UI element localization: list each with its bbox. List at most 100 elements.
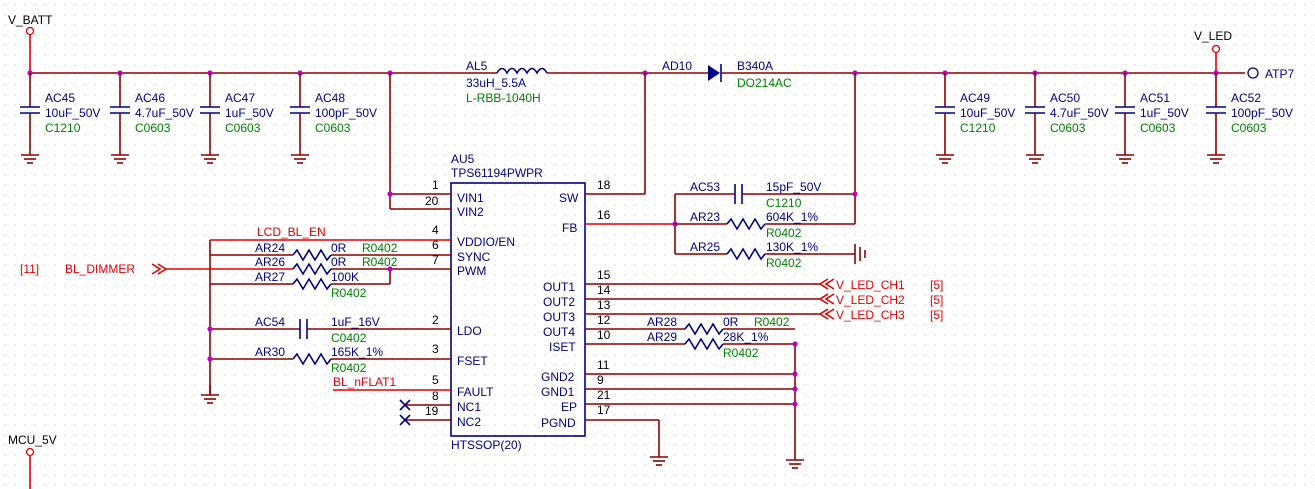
svg-text:12: 12	[597, 313, 611, 327]
v-batt-rail: V_BATT	[8, 13, 497, 74]
svg-text:AC53: AC53	[690, 180, 720, 194]
ic-part: TPS61194PWPR	[451, 166, 543, 180]
svg-text:OUT2: OUT2	[543, 295, 575, 309]
svg-text:R0402: R0402	[331, 361, 367, 375]
svg-text:15pF_50V: 15pF_50V	[766, 180, 821, 194]
svg-text:10: 10	[597, 328, 611, 342]
svg-text:6: 6	[432, 238, 439, 252]
svg-text:LDO: LDO	[457, 324, 482, 338]
svg-text:AR27: AR27	[255, 270, 285, 284]
bl-dimmer-ref: [11]	[20, 262, 39, 276]
svg-text:C1210: C1210	[766, 196, 802, 210]
svg-text:0R: 0R	[331, 255, 347, 269]
test-point-icon	[1247, 67, 1259, 79]
svg-text:C0603: C0603	[1231, 121, 1267, 135]
svg-text:8: 8	[432, 389, 439, 403]
v-led-rail: V_LED ATP7	[1194, 29, 1294, 81]
svg-text:7: 7	[432, 253, 439, 267]
cap-ac50: AC50 4.7uF_50V C0603	[1025, 73, 1109, 164]
svg-text:130K_1%: 130K_1%	[766, 240, 818, 254]
svg-text:AR26: AR26	[255, 255, 285, 269]
svg-text:4.7uF_50V: 4.7uF_50V	[135, 106, 194, 120]
cap-ac47: AC47 1uF_50V C0603	[200, 73, 274, 164]
svg-text:28K_1%: 28K_1%	[723, 330, 769, 344]
cap-ac48: AC48 100pF_50V C0603	[290, 73, 377, 164]
ad10-package: DO214AC	[737, 76, 792, 90]
mcu-5v-port-icon	[25, 447, 35, 457]
svg-text:AC46: AC46	[135, 91, 165, 105]
ic-package: HTSSOP(20)	[451, 438, 522, 452]
svg-text:[5]: [5]	[930, 278, 943, 292]
ic-right-wiring: AC53 15pF_50V C1210 AR23 604K_1% R0402 A…	[585, 73, 943, 469]
svg-text:C0603: C0603	[225, 121, 261, 135]
svg-text:FB: FB	[562, 221, 577, 235]
svg-text:GND1: GND1	[541, 385, 575, 399]
svg-text:4: 4	[432, 223, 439, 237]
svg-text:AC45: AC45	[45, 91, 75, 105]
channel-port-icons	[818, 278, 835, 320]
svg-text:100K: 100K	[331, 270, 359, 284]
svg-text:165K_1%: 165K_1%	[331, 345, 383, 359]
svg-text:R0402: R0402	[754, 315, 790, 329]
cap-ac45: AC45 10uF_50V C1210	[20, 73, 100, 164]
svg-text:11: 11	[597, 358, 610, 372]
no-connect-icon	[399, 399, 411, 426]
cap-ac46: AC46 4.7uF_50V C0603	[110, 73, 194, 164]
svg-text:16: 16	[597, 208, 611, 222]
svg-text:C1210: C1210	[960, 121, 996, 135]
svg-text:1: 1	[432, 178, 439, 192]
svg-text:AC54: AC54	[255, 315, 285, 329]
svg-text:C0603: C0603	[1140, 121, 1176, 135]
cap-ac52: AC52 100pF_50V C0603	[1206, 73, 1293, 164]
ic-au5: AU5 TPS61194PWPR HTSSOP(20) VIN1 VIN2 VD…	[425, 152, 611, 452]
atp7-label: ATP7	[1265, 67, 1294, 81]
svg-text:PGND: PGND	[541, 416, 576, 430]
svg-text:4.7uF_50V: 4.7uF_50V	[1050, 106, 1109, 120]
svg-text:AC52: AC52	[1231, 91, 1261, 105]
svg-text:NC2: NC2	[457, 415, 481, 429]
svg-text:C0603: C0603	[315, 121, 351, 135]
svg-text:20: 20	[425, 194, 439, 208]
svg-text:AC51: AC51	[1140, 91, 1170, 105]
ic-body	[450, 182, 586, 437]
svg-text:604K_1%: 604K_1%	[766, 210, 818, 224]
svg-text:15: 15	[597, 268, 611, 282]
svg-text:AC47: AC47	[225, 91, 255, 105]
mcu-5v-port: MCU_5V	[8, 433, 57, 489]
svg-text:R0402: R0402	[766, 256, 802, 270]
svg-text:PWM: PWM	[457, 264, 486, 278]
svg-text:C0603: C0603	[1050, 121, 1086, 135]
diode-ad10: AD10 B340A DO214AC	[662, 59, 1245, 90]
v-led-ch1-label: V_LED_CH1	[836, 278, 905, 292]
svg-text:1uF_50V: 1uF_50V	[1140, 106, 1189, 120]
svg-text:AC50: AC50	[1050, 91, 1080, 105]
svg-text:100pF_50V: 100pF_50V	[1231, 106, 1293, 120]
svg-text:GND2: GND2	[541, 370, 575, 384]
svg-text:R0402: R0402	[362, 241, 398, 255]
svg-text:AR23: AR23	[690, 210, 720, 224]
ground-icon	[854, 244, 866, 264]
v-batt-port-icon	[25, 26, 35, 36]
svg-text:VDDIO/EN: VDDIO/EN	[457, 235, 515, 249]
al5-package: L-RBB-1040H	[466, 91, 541, 105]
svg-text:SW: SW	[559, 191, 579, 205]
svg-text:[5]: [5]	[930, 308, 943, 322]
svg-text:C0402: C0402	[331, 331, 367, 345]
svg-text:3: 3	[432, 342, 439, 356]
svg-text:C1210: C1210	[45, 121, 81, 135]
ad10-ref: AD10	[662, 59, 692, 73]
v-batt-label: V_BATT	[8, 13, 53, 27]
svg-text:SYNC: SYNC	[457, 250, 491, 264]
svg-text:AR30: AR30	[255, 345, 285, 359]
svg-text:10uF_50V: 10uF_50V	[960, 106, 1015, 120]
svg-text:R0402: R0402	[766, 226, 802, 240]
svg-text:AR24: AR24	[255, 241, 285, 255]
port-arrow-icon	[151, 263, 162, 275]
svg-text:ISET: ISET	[549, 340, 576, 354]
svg-text:VIN1: VIN1	[457, 191, 484, 205]
svg-text:OUT1: OUT1	[543, 280, 575, 294]
v-led-ch3-label: V_LED_CH3	[836, 308, 905, 322]
inductor-al5: AL5 33uH_5.5A L-RBB-1040H	[466, 59, 710, 105]
